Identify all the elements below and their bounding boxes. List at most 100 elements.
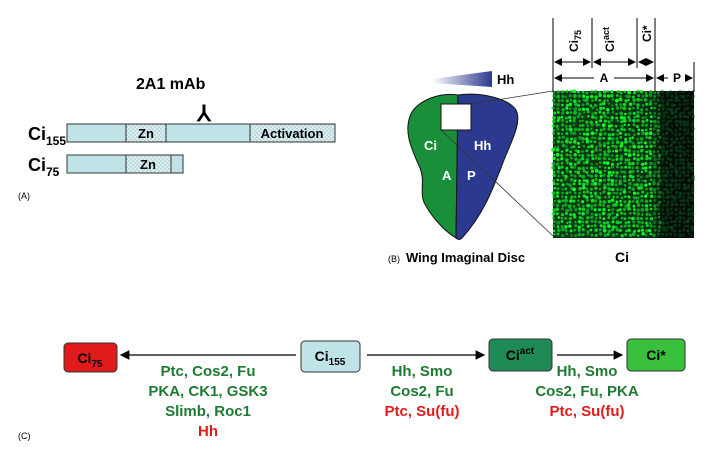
micrograph-cell xyxy=(573,195,577,198)
micrograph-cell xyxy=(598,143,603,148)
micrograph-cell xyxy=(614,145,618,149)
micrograph-cell xyxy=(589,104,593,107)
micrograph-cell xyxy=(614,179,618,183)
micrograph-cell xyxy=(626,203,631,207)
micrograph-cell xyxy=(645,223,649,228)
micrograph-cell xyxy=(623,116,626,120)
micrograph-cell xyxy=(564,196,568,199)
micrograph-cell xyxy=(674,95,679,99)
micrograph-cell xyxy=(652,233,656,237)
mid-factor-red: Ptc, Su(fu) xyxy=(385,403,460,420)
micrograph-cell xyxy=(566,221,569,225)
micrograph-cell xyxy=(628,137,632,140)
micrograph-cell xyxy=(620,120,624,124)
micrograph-cell xyxy=(574,208,578,212)
micrograph-cell xyxy=(594,177,598,181)
micrograph-cell xyxy=(616,119,620,122)
micrograph-cell xyxy=(674,145,679,150)
micrograph-cell xyxy=(551,148,555,152)
left-factor-1: Ptc, Cos2, Fu xyxy=(160,363,255,380)
micrograph-cell xyxy=(627,149,631,153)
micrograph-cell xyxy=(611,111,615,114)
micrograph-cell xyxy=(611,216,616,220)
micrograph-cell xyxy=(594,174,598,178)
micrograph-cell xyxy=(636,114,640,118)
micrograph-cell xyxy=(681,158,686,162)
micrograph-cell xyxy=(561,188,564,191)
micrograph-cell xyxy=(635,183,639,187)
micrograph-cell xyxy=(683,99,687,103)
micrograph-cell xyxy=(633,91,637,95)
micrograph-cell xyxy=(553,111,557,115)
micrograph-cell xyxy=(598,220,602,224)
micrograph-cell xyxy=(552,173,556,178)
micrograph-cell xyxy=(573,127,578,132)
micrograph-cell xyxy=(611,211,614,215)
micrograph-cell xyxy=(653,137,657,141)
micrograph-cell xyxy=(645,221,648,225)
micrograph-cell xyxy=(627,94,631,99)
micrograph-cell xyxy=(567,204,572,209)
micrograph-cell xyxy=(551,162,556,166)
micrograph-cell xyxy=(573,107,578,111)
micrograph-cell xyxy=(622,190,627,194)
micrograph-cell xyxy=(681,161,685,165)
micrograph-cell xyxy=(598,187,602,191)
micrograph-cell xyxy=(574,191,577,195)
micrograph-cell xyxy=(636,178,641,182)
micrograph-cell xyxy=(658,178,662,183)
micrograph-cell xyxy=(581,103,585,107)
micrograph-cell xyxy=(628,166,631,169)
micrograph-cell xyxy=(669,107,674,112)
micrograph-cell xyxy=(561,207,564,211)
micrograph-cell xyxy=(585,149,589,153)
micrograph-cell xyxy=(656,120,660,124)
micrograph-cell xyxy=(683,192,687,195)
micrograph-cell xyxy=(691,120,695,124)
micrograph-cell xyxy=(598,165,602,168)
micrograph-cell xyxy=(648,156,652,160)
micrograph-cell xyxy=(640,194,644,198)
micrograph-cell xyxy=(556,225,560,229)
micrograph-cell xyxy=(572,123,576,127)
micrograph-cell xyxy=(589,215,594,220)
micrograph-cell xyxy=(620,233,624,238)
micrograph-cell xyxy=(610,174,614,177)
micrograph-cell xyxy=(673,187,677,190)
micrograph-cell xyxy=(585,128,590,132)
micrograph-cell xyxy=(670,178,674,183)
micrograph-cell xyxy=(657,153,662,158)
micrograph-cell xyxy=(649,199,652,203)
micrograph-cell xyxy=(641,204,644,207)
micrograph-cell xyxy=(568,220,572,224)
micrograph-cell xyxy=(561,183,565,187)
micrograph-cell xyxy=(628,190,631,194)
micrograph-cell xyxy=(570,234,573,237)
micrograph-cell xyxy=(644,204,649,208)
micrograph-cell xyxy=(627,224,631,228)
micrograph-cell xyxy=(604,196,607,199)
micrograph-cell xyxy=(586,153,590,157)
micrograph-cell xyxy=(578,119,582,123)
micrograph-cell xyxy=(565,232,569,236)
micrograph-cell xyxy=(555,147,560,152)
micrograph-cell xyxy=(682,140,686,144)
micrograph-cell xyxy=(681,94,686,99)
micrograph-cell xyxy=(652,114,657,119)
micrograph-cell xyxy=(556,191,560,195)
micrograph-cell xyxy=(586,216,590,220)
micrograph-cell xyxy=(631,216,635,221)
micrograph-cell xyxy=(691,108,695,111)
micrograph-cell xyxy=(678,161,682,165)
micrograph-cell xyxy=(564,216,568,220)
micrograph-cell xyxy=(577,112,582,116)
micrograph-cell xyxy=(590,162,593,166)
micrograph-cell xyxy=(645,156,649,161)
micrograph-cell xyxy=(602,207,606,212)
micrograph-cell xyxy=(560,161,564,165)
micrograph-cell xyxy=(682,120,687,125)
micrograph-cell xyxy=(674,203,678,207)
micrograph-cell xyxy=(622,118,627,123)
micrograph-cell xyxy=(677,185,681,190)
micrograph-cell xyxy=(631,187,636,191)
